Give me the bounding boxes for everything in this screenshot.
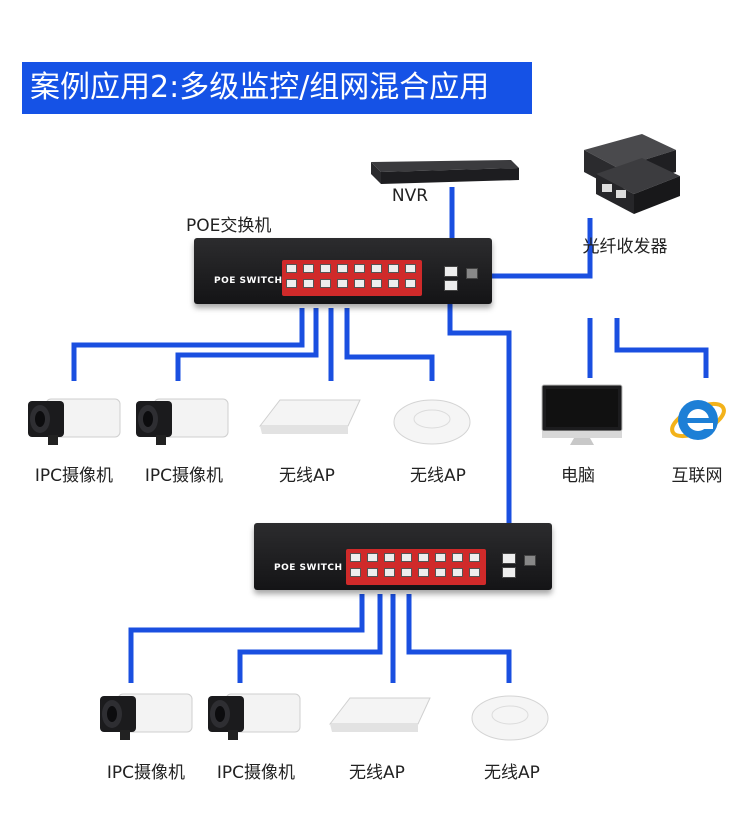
fiber-transceiver-label: 光纤收发器 — [582, 237, 668, 257]
wireless-ap-2 — [392, 392, 472, 448]
internet-label: 互联网 — [671, 466, 723, 486]
ipc-camera-3 — [90, 690, 194, 742]
ipc-camera-1 — [18, 395, 122, 447]
switch-1-uplink-port-b — [444, 280, 458, 291]
switch-1-face-label: POE SWITCH — [214, 276, 283, 286]
ap2-label: 无线AP — [410, 466, 466, 486]
internet-explorer-icon — [668, 388, 728, 448]
ipc4-label: IPC摄像机 — [216, 763, 296, 783]
switch-2-uplink-port-b — [502, 567, 516, 578]
wire-ap4 — [406, 594, 512, 683]
nvr-label: NVR — [391, 186, 429, 206]
ipc3-label: IPC摄像机 — [106, 763, 186, 783]
wire-ipc3 — [128, 594, 365, 683]
fiber-transceiver-device — [576, 128, 684, 222]
switch-2-sfp-port — [524, 555, 536, 566]
wire-cascade — [447, 303, 512, 565]
ap1-label: 无线AP — [279, 466, 335, 486]
ap3-label: 无线AP — [349, 763, 405, 783]
wire-ipc4 — [237, 594, 383, 683]
wire-ap2 — [344, 308, 435, 381]
wireless-ap-3 — [322, 690, 440, 742]
switch-2-face-label: POE SWITCH — [274, 563, 343, 573]
ipc2-label: IPC摄像机 — [144, 466, 224, 486]
poe-switch-2: POE SWITCH — [254, 523, 552, 590]
switch-1-port-block — [282, 260, 422, 296]
switch-1-sfp-port — [466, 268, 478, 279]
wireless-ap-1 — [252, 392, 370, 444]
switch-1-uplink-port-a — [444, 266, 458, 277]
ipc-camera-2 — [126, 395, 230, 447]
wire-internet — [614, 318, 709, 378]
switch-2-uplink-port-a — [502, 553, 516, 564]
wire-ipc1 — [71, 308, 305, 381]
computer-monitor — [540, 383, 624, 447]
computer-label: 电脑 — [561, 466, 595, 486]
ipc-camera-4 — [198, 690, 302, 742]
nvr-device — [365, 152, 520, 187]
poe-switch-label: POE交换机 — [186, 216, 272, 236]
ap4-label: 无线AP — [484, 763, 540, 783]
poe-switch-1: POE SWITCH — [194, 238, 492, 304]
wire-fiber — [478, 218, 593, 279]
switch-2-port-block — [346, 549, 486, 585]
ipc1-label: IPC摄像机 — [34, 466, 114, 486]
wire-ipc2 — [175, 308, 319, 381]
wireless-ap-4 — [470, 688, 550, 744]
page-title: 案例应用2:多级监控/组网混合应用 — [22, 62, 532, 114]
